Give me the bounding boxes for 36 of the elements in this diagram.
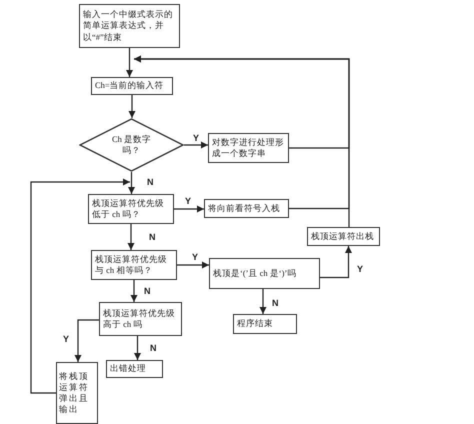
arrow [74, 319, 99, 362]
process-box: 将栈顶运算符弹出且输出 [56, 362, 98, 424]
process-box: 栈顶运算符出栈 [307, 227, 380, 246]
arrow [259, 289, 267, 314]
edge-label: N [271, 298, 280, 308]
arrow [126, 48, 134, 77]
edge-label: N [143, 286, 152, 296]
arrow [320, 246, 352, 278]
process-box: 程序结束 [233, 314, 297, 334]
arrow [128, 172, 136, 194]
decision-diamond: Ch 是数字吗？ [79, 118, 184, 172]
process-box: 对数字进行处理形成一个数字串 [208, 133, 289, 163]
arrow [30, 178, 130, 394]
arrow [130, 280, 138, 302]
arrow [127, 224, 135, 250]
process-box: 输入一个中缀式表示的简单运算表达式，并以“#”结束 [79, 4, 180, 48]
edge-label: Y [356, 264, 364, 274]
process-box: Ch=当前的输入符 [91, 77, 173, 95]
arrow [128, 95, 136, 118]
process-box: 栈顶运算符优先级高于 ch 吗 [99, 302, 182, 336]
arrow [134, 336, 142, 360]
edge-label: Y [184, 196, 192, 206]
arrow [184, 141, 208, 149]
process-box: 出错处理 [106, 360, 163, 378]
edge-label: N [149, 343, 158, 353]
process-box: 栈顶是‘(’且 ch 是‘)’吗 [209, 258, 320, 289]
edge-label: N [148, 232, 156, 242]
edge-label: Y [191, 252, 200, 262]
process-box: 栈顶运算符优先级与 ch 相等吗？ [91, 250, 177, 280]
edge-label: Y [62, 334, 70, 344]
arrow [177, 261, 209, 269]
edge-label: N [146, 177, 154, 187]
process-box: 栈顶运算符优先级低于 ch 吗？ [88, 194, 174, 224]
process-box: 将向前看符号入栈 [204, 199, 289, 218]
arrow [174, 205, 204, 213]
edge-label: Y [192, 133, 200, 143]
